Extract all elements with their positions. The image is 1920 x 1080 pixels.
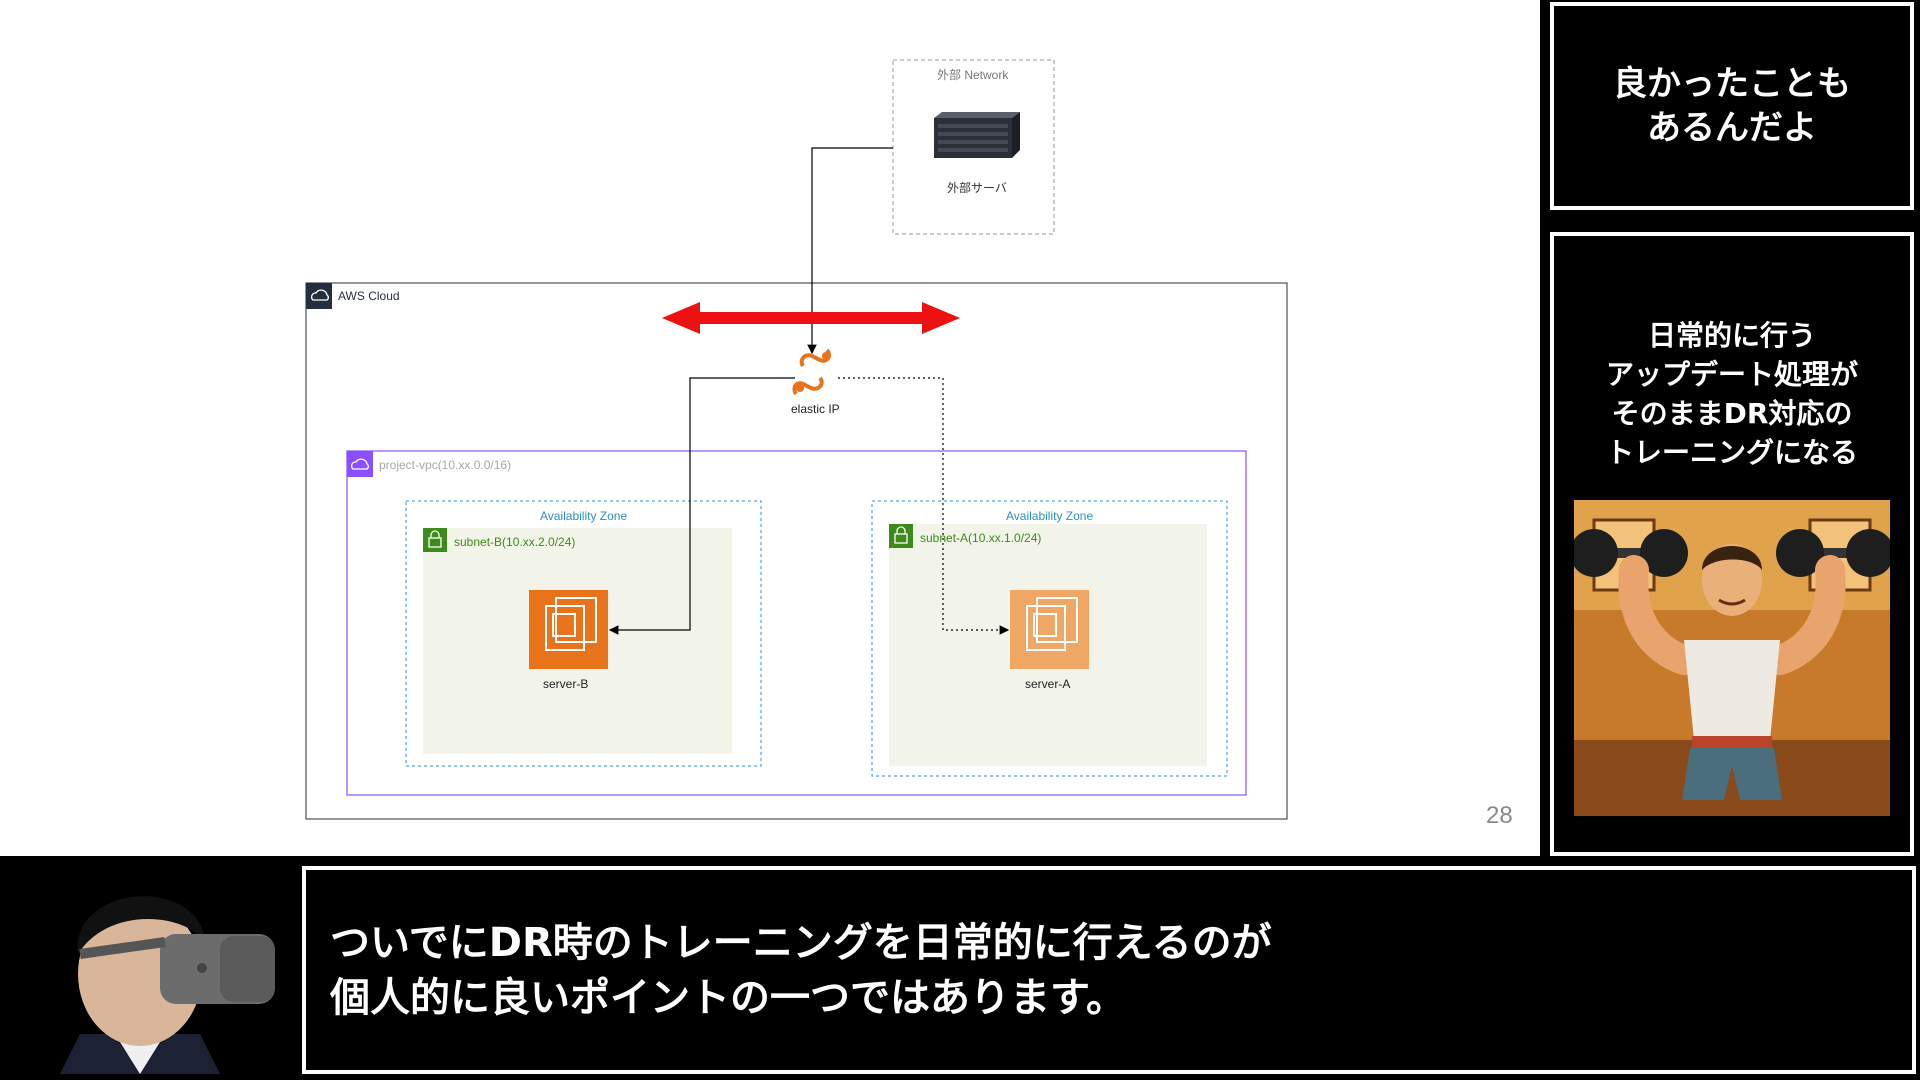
eip-to-server-a-line (838, 377, 1010, 635)
subnet-a-label: subnet-A(10.xx.1.0/24) (920, 531, 1042, 545)
server-a-ec2-icon (1010, 590, 1089, 669)
side-bottom-text: 日常的に行う アップデート処理が そのままDR対応の トレーニングになる (1605, 319, 1858, 469)
elastic-ip-icon (792, 348, 831, 396)
page-number: 28 (1486, 802, 1513, 829)
az-right-group (871, 500, 1228, 777)
az-left-label: Availability Zone (540, 509, 628, 523)
external-network-label: 外部 Network (937, 68, 1009, 82)
side-panel-top: 良かったことも あるんだよ (1550, 2, 1914, 210)
gym-illustration-image (1574, 500, 1890, 816)
az-left-group (405, 500, 762, 767)
az-right-label: Availability Zone (1006, 509, 1094, 523)
subnet-b-label: subnet-B(10.xx.2.0/24) (454, 535, 576, 549)
side-panel-bottom: 日常的に行う アップデート処理が そのままDR対応の トレーニングになる (1550, 232, 1914, 856)
slide: 外部 Network 外部サーバ AWS Cloud elastic IP pr… (0, 0, 1540, 856)
failover-double-arrow (662, 302, 960, 334)
bottom-caption-bar: ついでにDR時のトレーニングを日常的に行えるのが 個人的に良いポイントの一つでは… (0, 856, 1920, 1080)
caption-box: ついでにDR時のトレーニングを日常的に行えるのが 個人的に良いポイントの一つでは… (302, 866, 1916, 1074)
vpc-icon (347, 451, 373, 477)
eip-to-server-b-line (608, 377, 795, 635)
elastic-ip-label: elastic IP (791, 402, 840, 416)
subnet-b-lock-icon (423, 528, 447, 552)
external-network-group (892, 59, 1055, 235)
aws-cloud-label: AWS Cloud (338, 289, 400, 303)
server-a-label: server-A (1025, 677, 1071, 691)
aws-cloud-group (305, 282, 1288, 820)
subnet-a-lock-icon (889, 524, 913, 548)
server-b-ec2-icon (529, 590, 608, 669)
external-server-icon (934, 112, 1020, 158)
vpc-group (346, 450, 1247, 796)
vpc-label: project-vpc(10.xx.0.0/16) (379, 458, 512, 472)
caption-text: ついでにDR時のトレーニングを日常的に行えるのが 個人的に良いポイントの一つでは… (330, 920, 1272, 1021)
external-to-eip-line (807, 147, 893, 355)
server-b-label: server-B (543, 677, 589, 691)
architecture-diagram (305, 59, 1288, 820)
presenter-avatar (20, 864, 290, 1074)
side-top-text: 良かったことも あるんだよ (1613, 64, 1851, 148)
external-server-label: 外部サーバ (947, 181, 1007, 195)
